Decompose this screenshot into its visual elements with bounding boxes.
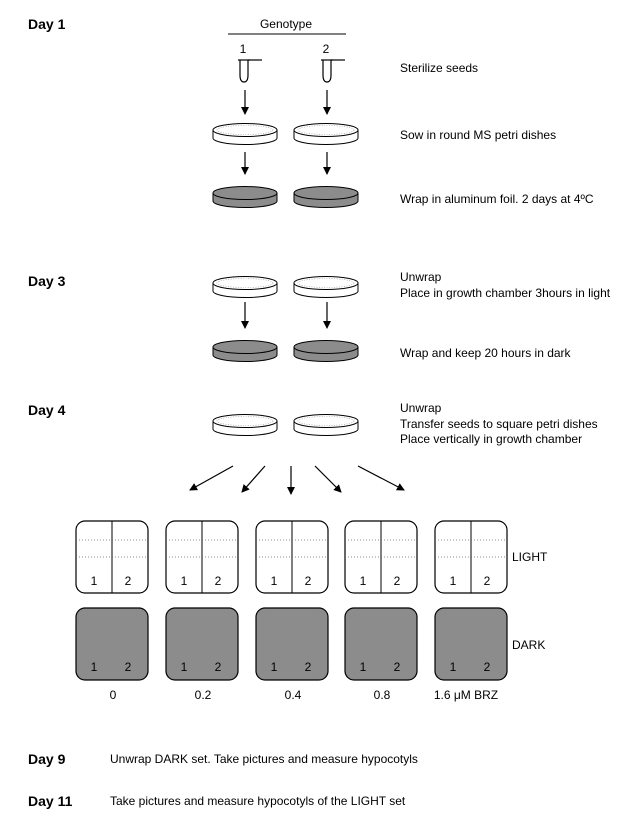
day-11-label: Day 11 — [28, 793, 73, 809]
petri-dish-icon — [212, 123, 278, 145]
final-step-day9: Unwrap DARK set. Take pictures and measu… — [110, 752, 418, 766]
arrow-icon — [241, 465, 266, 493]
lane-2-label: 2 — [484, 660, 491, 674]
petri-dish-icon — [293, 276, 359, 298]
lane-2-label: 2 — [394, 660, 401, 674]
seed-tube-icon — [321, 59, 345, 83]
lane-2-label: 2 — [484, 574, 491, 588]
concentration-label: 1.6 μM BRZ — [434, 688, 498, 702]
arrow-icon — [189, 465, 234, 491]
day-9-label: Day 9 — [28, 751, 66, 767]
step-sterilize: Sterilize seeds — [400, 61, 479, 75]
day-3-label: Day 3 — [28, 273, 66, 289]
lane-2-label: 2 — [215, 660, 222, 674]
wrapped-petri-dish-icon — [293, 340, 359, 362]
genotype-header: Genotype — [260, 17, 312, 31]
petri-dish-icon — [212, 276, 278, 298]
step-day3-unwrap: Unwrap — [400, 270, 442, 284]
wrapped-petri-dish-icon — [212, 186, 278, 208]
step-day3-wrap: Wrap and keep 20 hours in dark — [400, 346, 571, 360]
genotype-2-label: 2 — [323, 42, 330, 56]
light-set-label: LIGHT — [512, 550, 548, 564]
concentration-label: 0.8 — [374, 688, 391, 702]
lane-1-label: 1 — [181, 574, 188, 588]
final-step-day11: Take pictures and measure hypocotyls of … — [110, 794, 406, 808]
step-day3-place: Place in growth chamber 3hours in light — [400, 285, 611, 300]
step-wrap-foil: Wrap in aluminum foil. 2 days at 4ºC — [400, 192, 594, 206]
genotype-1-label: 1 — [240, 42, 247, 56]
petri-dish-icon — [293, 123, 359, 145]
lane-2-label: 2 — [125, 660, 132, 674]
dark-set-label: DARK — [512, 638, 545, 652]
arrow-icon — [357, 465, 405, 491]
lane-1-label: 1 — [91, 574, 98, 588]
petri-dish-icon — [293, 414, 359, 436]
lane-1-label: 1 — [360, 574, 367, 588]
lane-1-label: 1 — [181, 660, 188, 674]
lane-2-label: 2 — [125, 574, 132, 588]
lane-1-label: 1 — [450, 660, 457, 674]
lane-1-label: 1 — [271, 660, 278, 674]
lane-2-label: 2 — [305, 574, 312, 588]
wrapped-petri-dish-icon — [293, 186, 359, 208]
lane-1-label: 1 — [271, 574, 278, 588]
step-day4-transfer: Transfer seeds to square petri dishes — [400, 416, 598, 431]
concentration-label: 0.4 — [285, 688, 302, 702]
day-1-label: Day 1 — [28, 16, 66, 32]
lane-2-label: 2 — [215, 574, 222, 588]
step-day4-unwrap: Unwrap — [400, 401, 442, 415]
concentration-label: 0 — [110, 688, 117, 702]
day-4-label: Day 4 — [28, 402, 66, 418]
lane-2-label: 2 — [394, 574, 401, 588]
lane-1-label: 1 — [450, 574, 457, 588]
concentration-label: 0.2 — [195, 688, 212, 702]
wrapped-petri-dish-icon — [212, 340, 278, 362]
lane-1-label: 1 — [91, 660, 98, 674]
step-sow: Sow in round MS petri dishes — [400, 128, 557, 142]
seed-tube-icon — [238, 59, 262, 83]
lane-1-label: 1 — [360, 660, 367, 674]
petri-dish-icon — [212, 414, 278, 436]
lane-2-label: 2 — [305, 660, 312, 674]
arrow-icon — [314, 465, 342, 493]
step-day4-place: Place vertically in growth chamber — [400, 432, 583, 446]
